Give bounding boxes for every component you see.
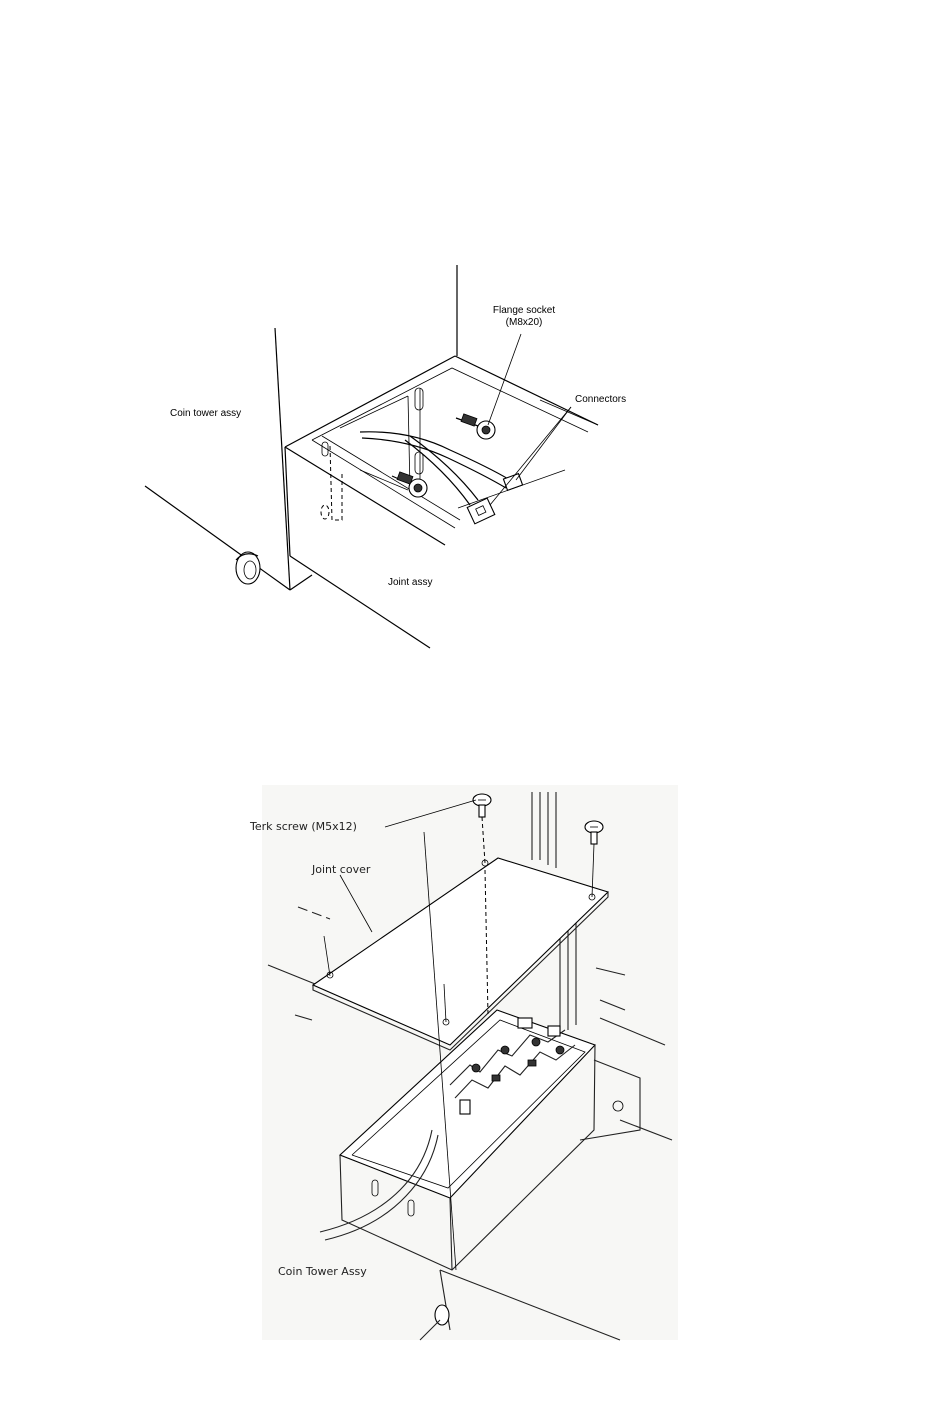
joint-assy-diagram: Flange socket (M8x20) Connectors Coin to… xyxy=(0,0,950,700)
flange-socket-bolt-upper xyxy=(456,414,495,439)
coin-tower-cabinet xyxy=(145,328,312,590)
label-joint-cover: Joint cover xyxy=(311,863,371,876)
joint-cover-diagram: Terk screw (M5x12) Joint cover Coin Towe… xyxy=(0,700,950,1409)
wheel-icon xyxy=(236,552,260,584)
figure-joint-cover: Terk screw (M5x12) Joint cover Coin Towe… xyxy=(0,700,950,1409)
label-flange-socket: Flange socket xyxy=(493,305,555,316)
figure-joint-assy: Flange socket (M8x20) Connectors Coin to… xyxy=(0,0,950,700)
flange-socket-bolt-lower xyxy=(392,472,427,497)
label-joint-assy: Joint assy xyxy=(388,577,432,588)
leader-lines xyxy=(488,334,571,505)
label-terk-screw: Terk screw (M5x12) xyxy=(249,820,357,833)
joint-box xyxy=(285,265,598,648)
cable-harness xyxy=(360,432,510,505)
label-coin-tower-assy-2: Coin Tower Assy xyxy=(278,1265,367,1278)
label-coin-tower-assy: Coin tower assy xyxy=(170,408,241,419)
label-connectors: Connectors xyxy=(575,394,626,405)
label-flange-socket-size: (M8x20) xyxy=(506,317,543,328)
